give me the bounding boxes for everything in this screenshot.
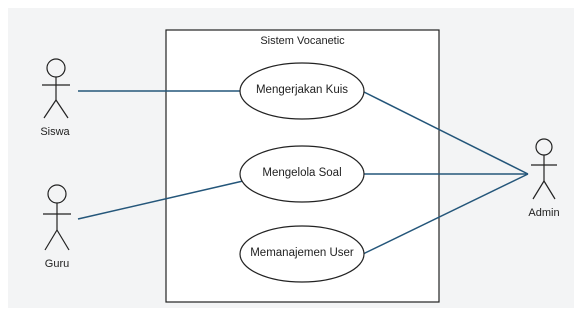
- actor-label-guru: Guru: [44, 258, 70, 270]
- actor-siswa-figure: [42, 58, 70, 119]
- use-case-label-user: Memanajemen User: [250, 247, 354, 259]
- use-case-memanajemen-user: [239, 225, 365, 283]
- use-case-mengelola-soal: [239, 145, 365, 203]
- actor-label-siswa: Siswa: [40, 126, 70, 138]
- association-admin-user: [362, 173, 529, 255]
- actor-guru-figure: [43, 184, 71, 251]
- association-guru-soal: [77, 180, 244, 220]
- use-case-label-soal: Mengelola Soal: [262, 167, 342, 179]
- actor-label-admin: Admin: [528, 207, 560, 219]
- use-case-label-kuis: Mengerjakan Kuis: [255, 84, 349, 96]
- actor-admin-figure: [531, 138, 557, 200]
- system-title: Sistem Vocanetic: [260, 35, 345, 47]
- use-case-mengerjakan-kuis: [239, 62, 365, 120]
- association-admin-kuis: [361, 90, 529, 175]
